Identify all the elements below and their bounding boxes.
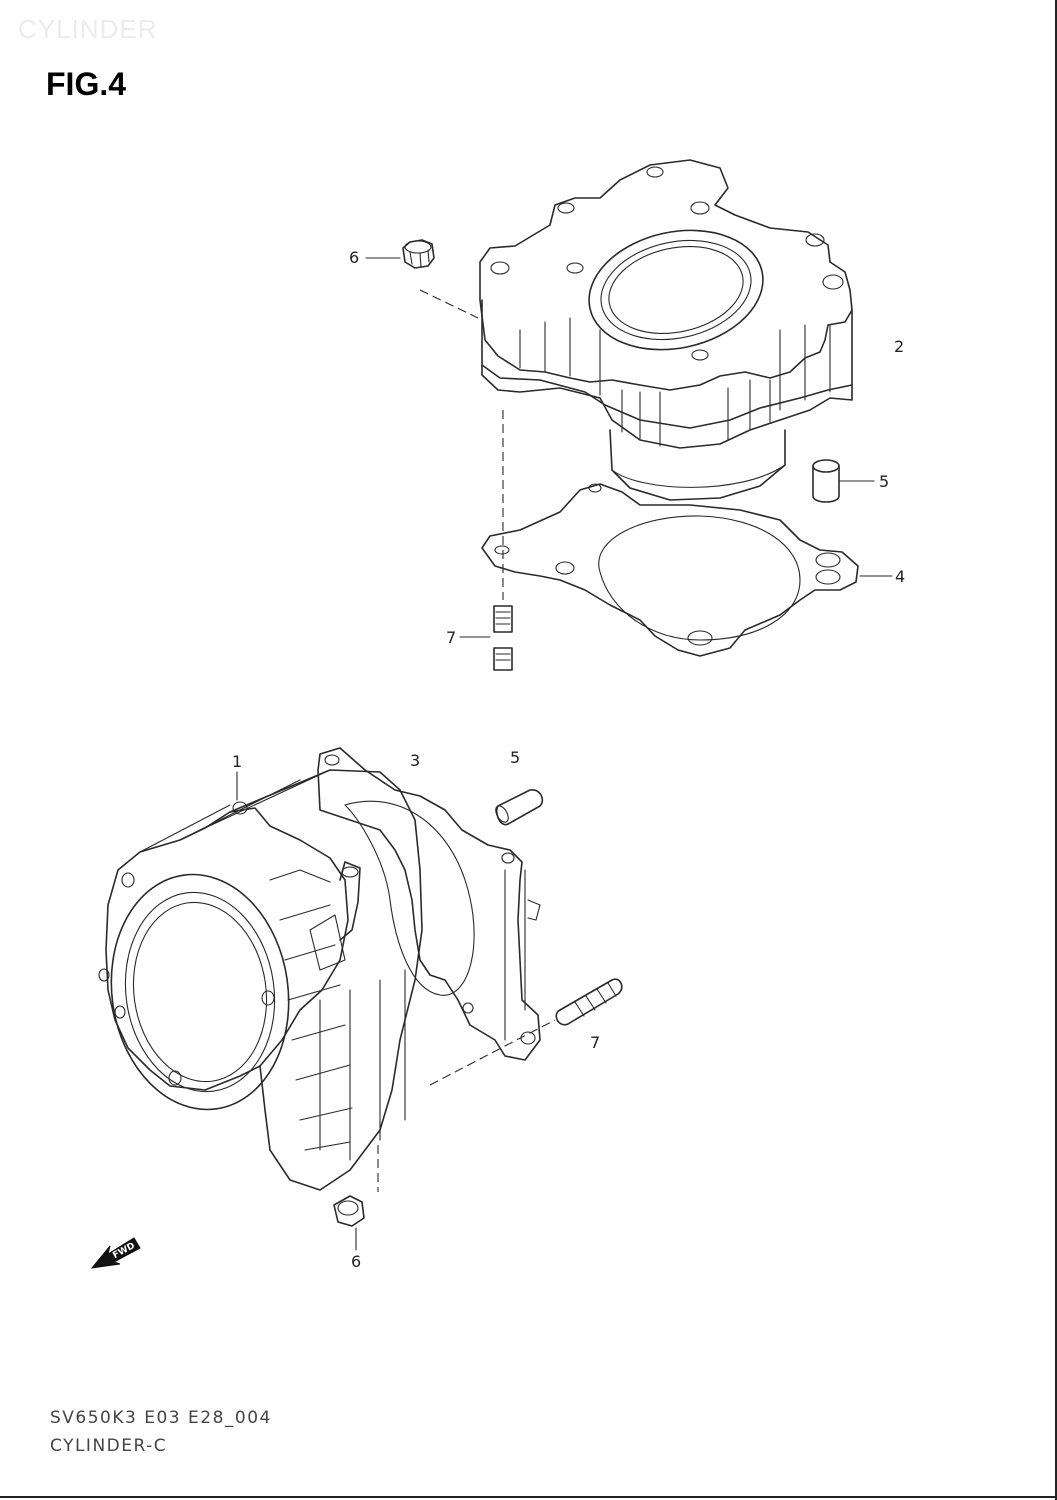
stud-bolt-7-upper[interactable] bbox=[493, 605, 513, 671]
rear-cylinder-part-2[interactable] bbox=[479, 159, 853, 501]
dowel-pin-5-lower[interactable] bbox=[493, 789, 544, 826]
page-border-bottom bbox=[0, 1496, 1057, 1498]
callout-7-lower: 7 bbox=[590, 1033, 601, 1052]
dowel-pin-5-upper[interactable] bbox=[812, 459, 840, 503]
front-cylinder-part-1[interactable] bbox=[96, 769, 423, 1191]
stud-bolt-7-lower[interactable] bbox=[555, 978, 623, 1026]
callout-6-lower: 6 bbox=[351, 1252, 362, 1271]
callout-5-lower: 5 bbox=[510, 748, 521, 767]
diagram-code: SV650K3 E03 E28_004 bbox=[50, 1408, 272, 1428]
page-border-right bbox=[1055, 0, 1057, 1500]
figure-title: FIG.4 bbox=[46, 66, 127, 102]
callout-7-upper: 7 bbox=[446, 628, 457, 647]
callout-1: 1 bbox=[232, 752, 243, 771]
cylinder-nut-6-upper[interactable] bbox=[402, 239, 435, 269]
callout-4: 4 bbox=[895, 567, 906, 586]
cylinder-nut-6-lower[interactable] bbox=[333, 1195, 365, 1227]
cylinder-gasket-3[interactable] bbox=[317, 747, 541, 1061]
callout-6-upper: 6 bbox=[349, 248, 360, 267]
callout-3: 3 bbox=[410, 751, 421, 770]
callout-5-upper: 5 bbox=[879, 472, 890, 491]
callout-2: 2 bbox=[894, 337, 905, 356]
cylinder-base-gasket-4[interactable] bbox=[481, 483, 859, 657]
leader-dash-stud-lower bbox=[429, 1019, 556, 1086]
watermark-text: CYLINDER bbox=[18, 14, 158, 44]
leader-dash-upper-nut bbox=[419, 289, 479, 319]
fwd-arrow-icon: FWD bbox=[90, 1237, 141, 1269]
diagram-name: CYLINDER-C bbox=[50, 1436, 168, 1456]
